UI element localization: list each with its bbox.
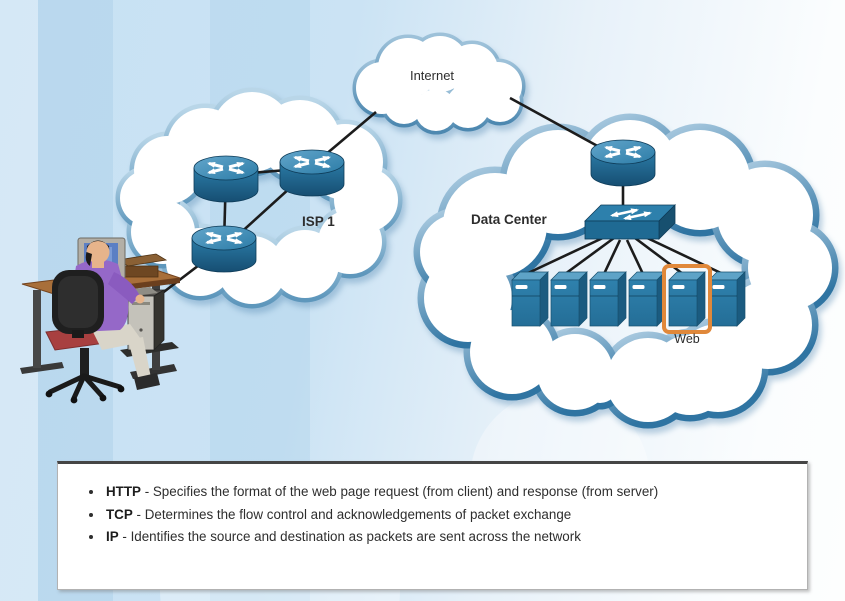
user-workstation-illustration	[20, 237, 181, 404]
protocol-description: Identifies the source and destination as…	[130, 529, 581, 545]
protocol-description: Determines the flow control and acknowle…	[144, 506, 572, 522]
internet-cloud	[356, 36, 522, 131]
link-switch-server3	[602, 239, 622, 275]
protocol-term: HTTP	[106, 484, 141, 499]
server-icon	[708, 271, 746, 327]
protocol-notes-box: HTTP - Specifies the format of the web p…	[57, 461, 808, 590]
note-item-tcp: TCP - Determines the flow control and ac…	[104, 504, 807, 527]
link-switch-server2	[564, 236, 615, 276]
web-server-highlight	[662, 264, 712, 334]
link-switch-server4	[625, 239, 645, 275]
server-farm	[511, 264, 746, 334]
router-icon	[280, 150, 344, 196]
server-icon	[628, 271, 666, 327]
link-switch-server1	[525, 234, 608, 276]
separator: -	[118, 529, 131, 545]
isp-cloud-label: ISP 1	[302, 214, 335, 229]
protocol-description: Specifies the format of the web page req…	[152, 484, 659, 499]
protocol-term: IP	[106, 529, 119, 545]
server-icon	[511, 271, 549, 327]
server-icon	[589, 271, 627, 327]
separator: -	[140, 484, 153, 499]
router-icon	[194, 156, 258, 202]
note-item-ip: IP - Identifies the source and destinati…	[104, 526, 807, 549]
switch-icon	[584, 204, 676, 240]
protocol-term: TCP	[106, 506, 133, 522]
router-icon	[192, 226, 256, 272]
separator: -	[132, 506, 145, 522]
protocol-notes-list: HTTP - Specifies the format of the web p…	[58, 481, 807, 549]
router-icon	[591, 140, 655, 186]
internet-cloud-label: Internet	[409, 68, 455, 83]
web-server-icon	[668, 271, 706, 327]
web-server-label: Web	[674, 332, 700, 346]
note-item-http: HTTP - Specifies the format of the web p…	[104, 481, 807, 504]
server-icon	[550, 271, 588, 327]
datacenter-cloud-label: Data Center	[471, 212, 547, 227]
